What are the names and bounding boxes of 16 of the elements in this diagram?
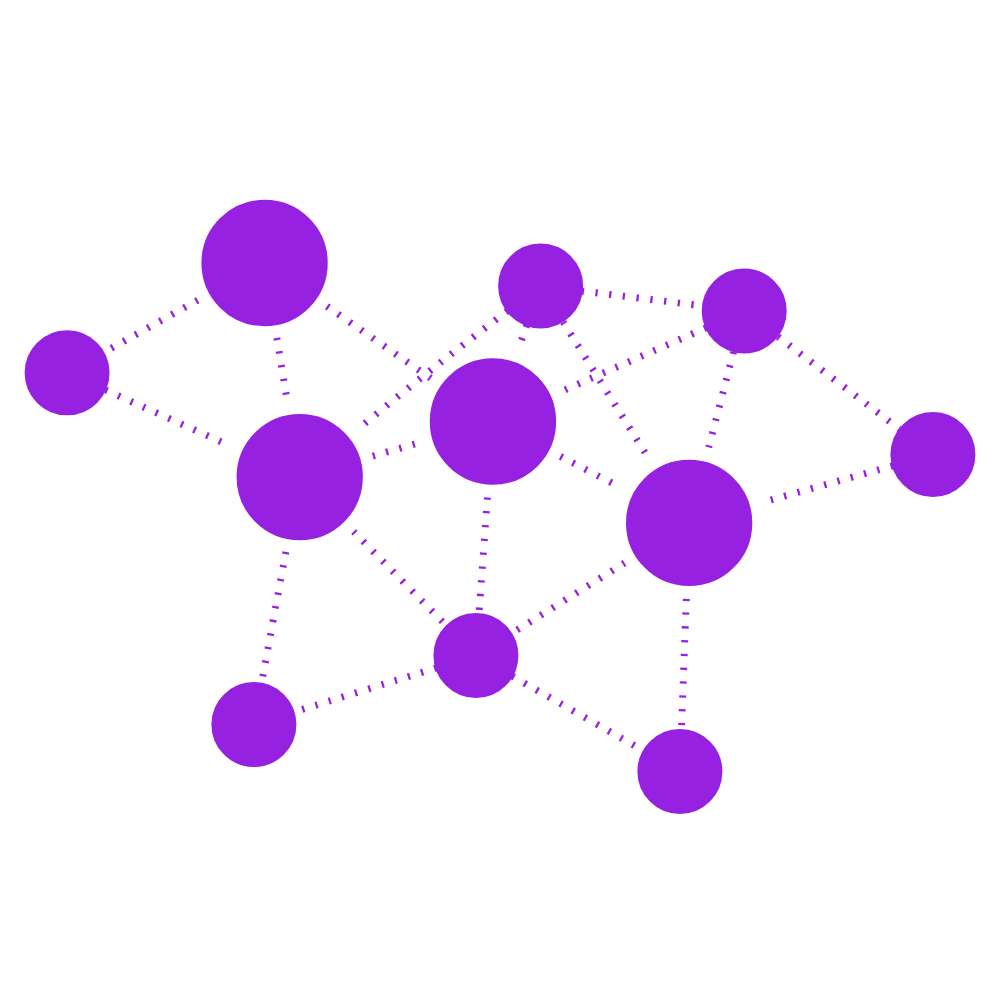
node-circle	[24, 330, 110, 416]
connector	[371, 439, 421, 460]
node-circle	[498, 243, 584, 329]
connector	[325, 303, 433, 382]
node-circle	[701, 268, 787, 354]
connector	[475, 497, 491, 615]
node-circle	[637, 728, 723, 814]
connector	[678, 598, 690, 731]
connector	[775, 333, 902, 432]
connector	[705, 351, 737, 450]
node-circle	[211, 682, 297, 767]
connector	[351, 529, 449, 628]
connector	[560, 320, 652, 460]
node-circle	[433, 613, 519, 699]
node-circle	[890, 412, 976, 498]
connector	[561, 324, 708, 394]
